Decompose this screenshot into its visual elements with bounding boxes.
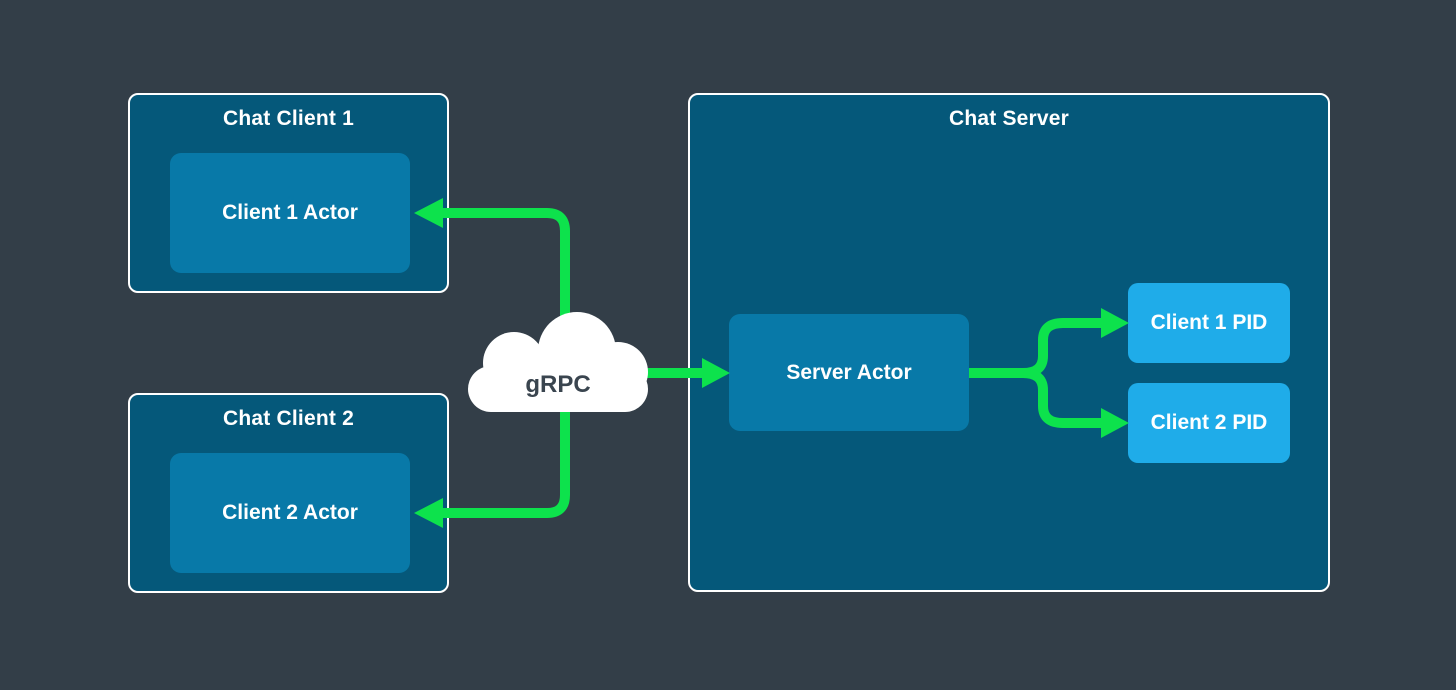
chat-client-2-title: Chat Client 2 bbox=[223, 407, 354, 430]
grpc-label: gRPC bbox=[525, 371, 590, 398]
client-1-actor-node: Client 1 Actor bbox=[170, 153, 410, 273]
client-2-pid-node: Client 2 PID bbox=[1128, 383, 1290, 463]
server-actor-label: Server Actor bbox=[786, 360, 912, 384]
chat-server-title: Chat Server bbox=[948, 107, 1070, 130]
client-2-actor-label: Client 2 Actor bbox=[222, 501, 358, 524]
client-2-pid-label: Client 2 PID bbox=[1150, 411, 1268, 434]
server-actor-node: Server Actor bbox=[729, 314, 969, 431]
client-2-actor-node: Client 2 Actor bbox=[170, 453, 410, 573]
client-1-pid-label: Client 1 PID bbox=[1150, 311, 1268, 334]
chat-client-1-title: Chat Client 1 bbox=[223, 107, 354, 130]
client-1-actor-label: Client 1 Actor bbox=[222, 201, 358, 224]
grpc-cloud-icon: gRPC bbox=[468, 312, 648, 412]
client-1-pid-node: Client 1 PID bbox=[1128, 283, 1290, 363]
